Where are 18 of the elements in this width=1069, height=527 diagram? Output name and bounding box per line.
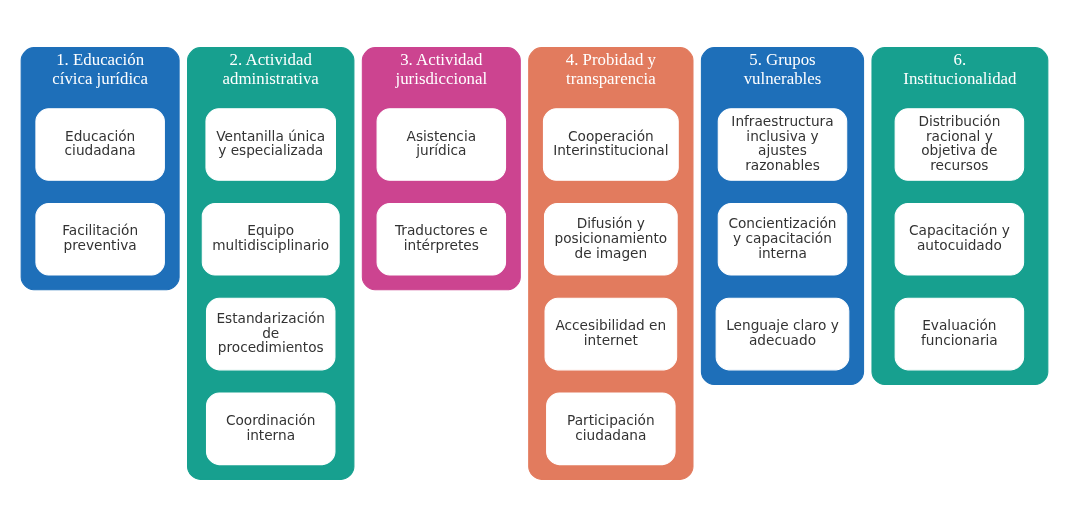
node-box: Participación ciudadana xyxy=(546,392,676,466)
node-box: Ventanilla única y especializada xyxy=(205,108,336,181)
node-box: Concientización y capacitación interna xyxy=(717,202,848,276)
node-box: Facilitación preventiva xyxy=(35,202,165,276)
node-box: Accesibilidad en internet xyxy=(544,297,678,371)
node-box: Evaluación funcionaria xyxy=(894,297,1025,371)
node-box: Infraestructura inclusiva y ajustes razonables xyxy=(717,108,848,181)
node-box: Distribución racional y objetiva de recursos xyxy=(894,108,1025,181)
node-box: Lenguaje claro y adecuado xyxy=(715,297,850,371)
node-box: Educación ciudadana xyxy=(35,108,165,181)
node-box: Asistencia jurídica xyxy=(376,108,507,181)
node-box: Equipo multidisciplinario xyxy=(201,202,340,276)
node-box: Estandarización de procedimientos xyxy=(205,297,336,371)
node-box: Cooperación Interinstitucional xyxy=(542,108,679,181)
node-box: Capacitación y autocuidado xyxy=(894,202,1025,276)
node-box: Difusión y posicionamiento de imagen xyxy=(543,202,678,276)
node-box: Traductores e intérpretes xyxy=(376,202,507,276)
node-box: Coordinación interna xyxy=(205,392,336,466)
